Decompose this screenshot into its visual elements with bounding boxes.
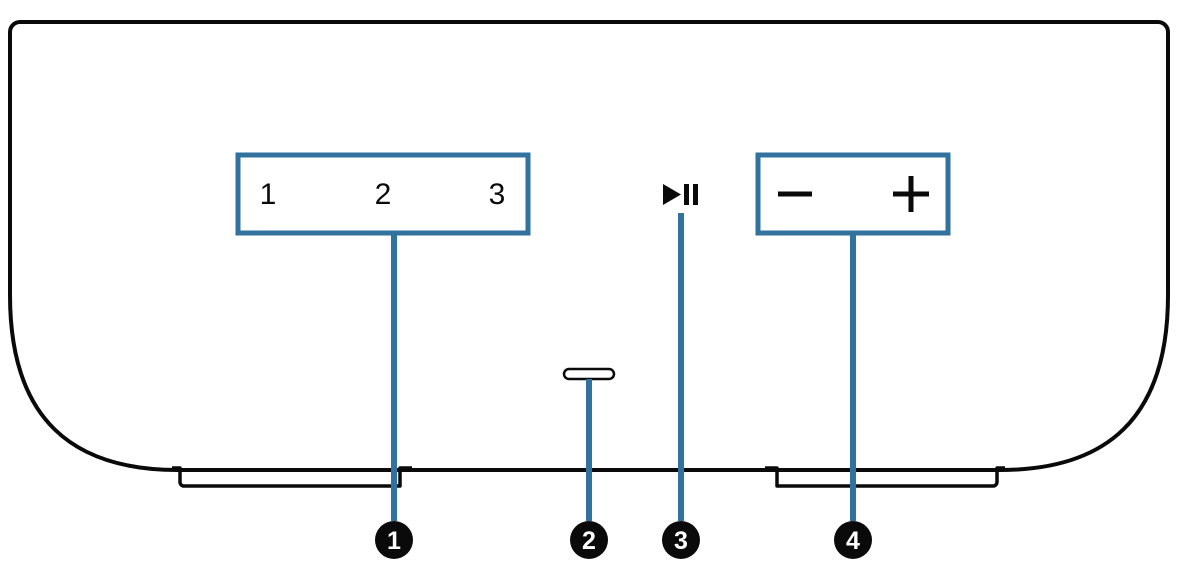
status-led-slot (562, 367, 616, 381)
callout-circle (662, 521, 700, 559)
foot-right (765, 466, 1005, 488)
callout-2: 2 (570, 521, 608, 559)
pause-bar-left-icon (684, 184, 689, 205)
speaker-body-outline (8, 20, 1170, 472)
callout-4: 4 (834, 521, 872, 559)
callout-circle (570, 521, 608, 559)
callout-circle (834, 521, 872, 559)
callout-1: 1 (375, 521, 413, 559)
pause-bar-right-icon (693, 184, 698, 205)
callout-label: 4 (846, 527, 860, 555)
callout-label: 3 (674, 527, 688, 555)
foot-left (172, 466, 412, 488)
play-pause-icon[interactable] (663, 184, 698, 205)
preset-button-3[interactable]: 3 (489, 178, 506, 211)
callout-label: 2 (582, 527, 596, 555)
callout-3: 3 (662, 521, 700, 559)
minus-icon[interactable] (778, 191, 812, 197)
callout-circle (375, 521, 413, 559)
play-triangle-icon (663, 184, 681, 205)
preset-button-1[interactable]: 1 (260, 178, 277, 211)
plus-icon[interactable] (893, 176, 929, 212)
callout-label: 1 (387, 527, 401, 555)
preset-button-2[interactable]: 2 (375, 178, 392, 211)
preset-buttons-box[interactable] (235, 152, 531, 236)
